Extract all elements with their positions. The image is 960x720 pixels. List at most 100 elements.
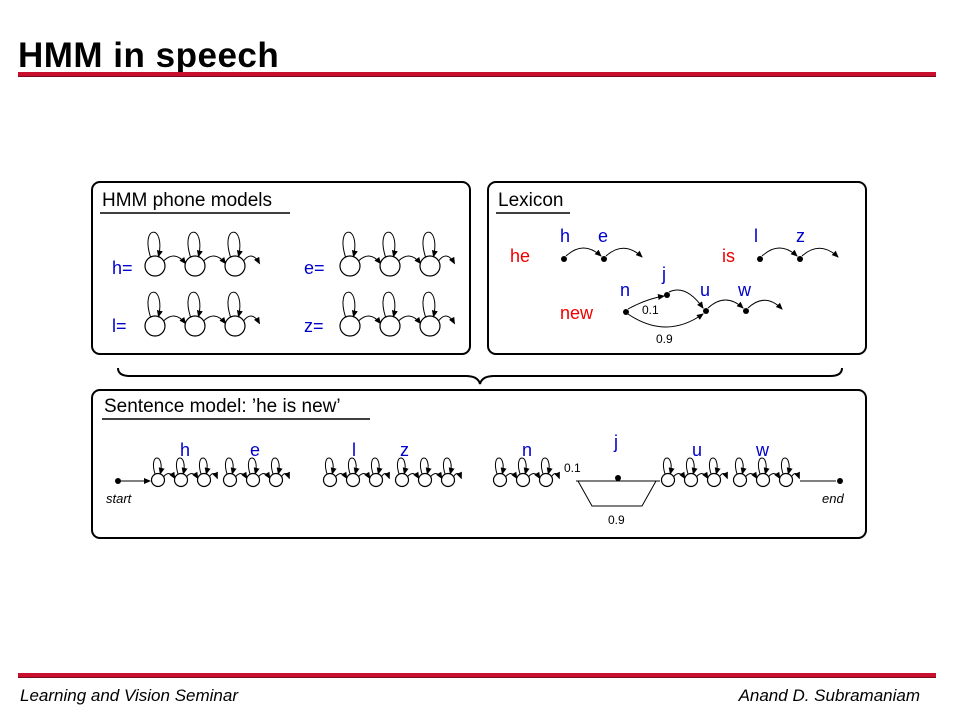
lexicon-phone-j: j — [661, 264, 666, 284]
hmm-state — [245, 472, 261, 488]
sentence-model-title: Sentence model: ’he is new’ — [104, 396, 341, 417]
transition-arrow — [453, 471, 462, 480]
lexicon-phone-l: l — [754, 226, 758, 246]
lexicon-node — [743, 308, 749, 314]
hmm-state — [660, 472, 676, 488]
lexicon-node — [664, 292, 670, 298]
transition-arrow — [235, 471, 248, 480]
sentence-phone-w: w — [755, 440, 770, 460]
transition-arrow — [745, 471, 758, 480]
lexicon-arc — [761, 247, 798, 257]
self-loop-arrow — [686, 457, 698, 475]
hmm-state — [419, 255, 441, 277]
self-loop-arrow — [709, 457, 721, 475]
transition-arrow — [243, 315, 260, 325]
hmm-state — [755, 472, 771, 488]
transition-arrow — [438, 315, 455, 325]
transition-arrow — [186, 471, 199, 480]
hmm-state — [144, 255, 166, 277]
self-loop-arrow — [663, 457, 675, 475]
transition-arrow — [430, 471, 443, 480]
transition-arrow — [163, 471, 176, 480]
self-loop-arrow — [325, 457, 337, 475]
lexicon-arc — [627, 294, 665, 310]
sentence-chain — [115, 457, 843, 507]
sentence-phone-u: u — [692, 440, 702, 460]
self-loop-arrow — [781, 457, 793, 475]
lexicon-arc — [747, 299, 783, 310]
lexicon-word-new: new — [560, 303, 594, 323]
self-loop-arrow — [227, 291, 243, 318]
lexicon-graph — [561, 247, 839, 328]
self-loop-arrow — [248, 457, 260, 475]
lexicon-node — [797, 256, 803, 262]
lexicon-phone-z: z — [796, 226, 805, 246]
hmm-state — [173, 472, 189, 488]
transition-arrow — [203, 255, 227, 265]
self-loop-arrow — [495, 457, 507, 475]
transition-arrow — [209, 471, 218, 480]
phone-model-label-e: e= — [304, 258, 325, 278]
lexicon-prob-skip: 0.1 — [642, 303, 659, 317]
transition-arrow — [398, 255, 422, 265]
hmm-state — [322, 472, 338, 488]
hmm-state — [339, 315, 361, 337]
hmm-state — [706, 472, 722, 488]
lexicon-arc — [565, 247, 602, 257]
transition-arrow — [791, 471, 800, 480]
end-node — [837, 478, 843, 484]
self-loop-arrow — [443, 457, 455, 475]
self-loop-arrow — [348, 457, 360, 475]
prob-path-connector — [577, 480, 657, 507]
hmm-state — [683, 472, 699, 488]
phone-model-chains — [144, 231, 455, 337]
lexicon-phone-u: u — [700, 280, 710, 300]
sentence-prob-skip: 0.1 — [564, 461, 581, 475]
lexicon-phone-n: n — [620, 280, 630, 300]
sentence-prob-path: 0.9 — [608, 513, 625, 527]
self-loop-arrow — [271, 457, 283, 475]
hmm-state — [184, 315, 206, 337]
hmm-state — [224, 255, 246, 277]
transition-arrow — [358, 315, 382, 325]
transition-arrow — [203, 315, 227, 325]
transition-arrow — [551, 471, 560, 480]
sentence-phone-e: e — [250, 440, 260, 460]
lexicon-arc — [605, 247, 643, 258]
self-loop-arrow — [187, 291, 203, 318]
lexicon-word-he: he — [510, 246, 530, 266]
lexicon-title: Lexicon — [498, 190, 564, 211]
self-loop-arrow — [518, 457, 530, 475]
sentence-model-panel — [91, 389, 867, 539]
slide-title: HMM in speech — [18, 36, 280, 75]
hmm-state — [339, 255, 361, 277]
self-loop-arrow — [397, 457, 409, 475]
self-loop-arrow — [735, 457, 747, 475]
curly-brace — [117, 367, 843, 385]
lexicon-word-is: is — [722, 246, 735, 266]
hmm-state — [394, 472, 410, 488]
lexicon-arc — [707, 299, 744, 309]
lexicon-node — [601, 256, 607, 262]
transition-arrow — [163, 315, 187, 325]
self-loop-arrow — [382, 231, 398, 258]
hmm-state — [345, 472, 361, 488]
lexicon-prob-path: 0.9 — [656, 332, 673, 346]
sentence-end-label: end — [822, 491, 844, 506]
self-loop-arrow — [342, 231, 358, 258]
footer-author-name: Anand D. Subramaniam — [738, 686, 920, 705]
sentence-phone-j: j — [613, 432, 618, 452]
self-loop-arrow — [422, 291, 438, 318]
phone-model-label-z: z= — [304, 316, 324, 336]
self-loop-arrow — [758, 457, 770, 475]
transition-arrow — [258, 471, 271, 480]
sentence-phone-z: z — [400, 440, 409, 460]
transition-arrow — [438, 255, 455, 265]
lexicon-arc — [668, 289, 704, 309]
self-loop-arrow — [147, 291, 163, 318]
self-loop-arrow — [342, 291, 358, 318]
phone-models-title: HMM phone models — [102, 190, 272, 211]
self-loop-arrow — [541, 457, 553, 475]
footer-rule — [18, 673, 936, 678]
lexicon-skip-arc — [627, 313, 704, 328]
